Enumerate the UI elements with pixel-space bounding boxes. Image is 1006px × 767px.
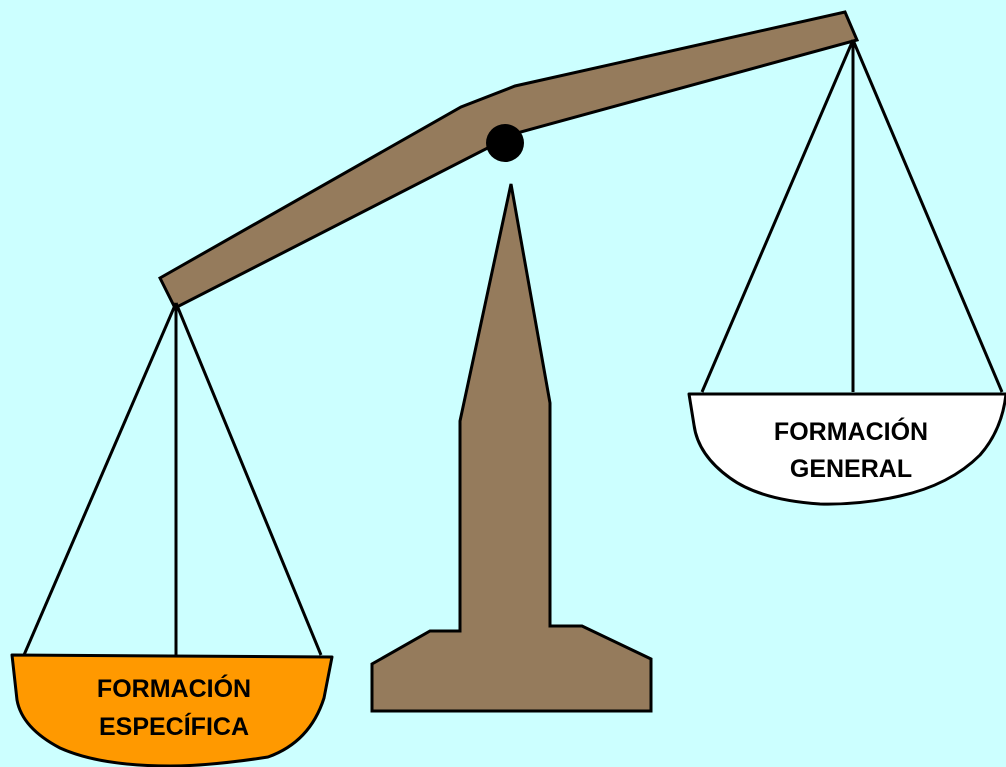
- scale-beam: [158, 10, 860, 311]
- right-pan-label-line2: GENERAL: [790, 455, 912, 483]
- left-pan: FORMACIÓN ESPECÍFICA: [10, 653, 334, 767]
- right-pan-strings: [700, 39, 1004, 393]
- right-pan-label-line1: FORMACIÓN: [774, 416, 928, 446]
- left-pan-strings: [22, 302, 323, 656]
- left-pan-label-line1: FORMACIÓN: [97, 673, 251, 703]
- right-pan-bowl: [687, 392, 1006, 506]
- left-pan-label-line2: ESPECÍFICA: [99, 712, 249, 741]
- scale-stand: [370, 183, 653, 713]
- pivot-point: [486, 124, 524, 162]
- right-pan: FORMACIÓN GENERAL: [687, 392, 1006, 506]
- left-pan-bowl: [10, 653, 334, 767]
